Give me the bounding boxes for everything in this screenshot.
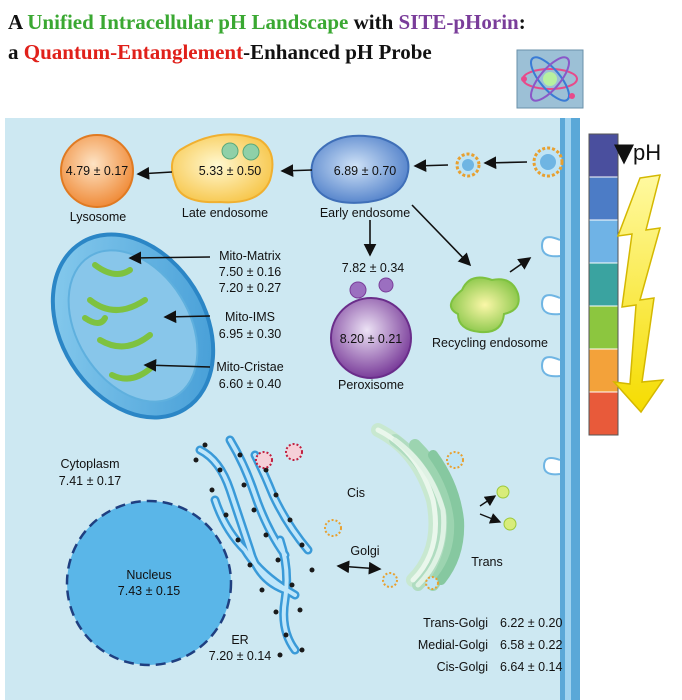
golgi-label: Golgi [350, 544, 380, 558]
ph-scale-label: pH [633, 140, 662, 165]
endoplasmic-reticulum [195, 435, 313, 655]
cytoplasm-value: 7.41 ± 0.17 [58, 474, 122, 488]
golgi-table-name: Trans-Golgi [423, 616, 488, 630]
subtitle-prefix: a [8, 40, 24, 64]
title-suffix: : [518, 10, 526, 34]
exocytic-pit-2 [540, 294, 561, 316]
exocytic-pit-4 [542, 457, 561, 476]
nucleus-value: 7.43 ± 0.15 [117, 584, 181, 598]
late-endosome-label: Late endosome [181, 206, 269, 220]
mito-cristae-label: Mito-Cristae [216, 360, 284, 374]
golgi-table-name: Medial-Golgi [417, 638, 488, 652]
title-prefix: A [8, 10, 28, 34]
subtitle-suffix: -Enhanced pH Probe [243, 40, 432, 64]
golgi-trans-label: Trans [471, 555, 503, 569]
ph-scale-bar [588, 133, 619, 436]
golgi-apparatus [371, 423, 465, 591]
recycling-endosome-label: Recycling endosome [431, 336, 549, 350]
ph-scale-block [588, 262, 619, 307]
exocytic-pit-3 [540, 356, 561, 378]
mito-ims-value: 6.95 ± 0.30 [218, 327, 282, 341]
late-endosome-value: 5.33 ± 0.50 [198, 164, 262, 178]
mito-cristae-value: 6.60 ± 0.40 [218, 377, 282, 391]
quantum-atom-icon [516, 49, 584, 109]
membrane-pit-upper [532, 146, 564, 178]
cytoplasm-label: Cytoplasm [60, 457, 120, 471]
golgi-table-row: Cis-Golgi 6.64 ± 0.14 [380, 656, 563, 678]
ph-scale-block [588, 219, 619, 264]
mito-matrix-value-1: 7.50 ± 0.16 [218, 265, 282, 279]
ph-scale-block [588, 348, 619, 393]
vesicle-entry [455, 152, 481, 178]
page-subtitle: a Quantum-Entanglement-Enhanced pH Probe [8, 40, 432, 65]
title-middle: with [348, 10, 399, 34]
ph-gradient-lightning-arrow [612, 174, 665, 414]
vesicle-value: 7.82 ± 0.34 [341, 261, 405, 275]
early-endosome-label: Early endosome [319, 206, 411, 220]
ph-scale-block [588, 133, 619, 178]
early-endosome-value: 6.89 ± 0.70 [333, 164, 397, 178]
page-title: A Unified Intracellular pH Landscape wit… [8, 10, 526, 35]
lysosome-label: Lysosome [69, 210, 127, 224]
golgi-cis-label: Cis [346, 486, 366, 500]
ph-scale-block [588, 176, 619, 221]
mito-ims-label: Mito-IMS [225, 310, 275, 324]
golgi-table-row: Medial-Golgi 6.58 ± 0.22 [380, 634, 563, 656]
ph-scale-block [588, 305, 619, 350]
golgi-table-row: Trans-Golgi 6.22 ± 0.20 [380, 612, 562, 634]
golgi-table-value: 6.22 ± 0.20 [500, 616, 563, 630]
nucleus-organelle [65, 499, 233, 667]
ribosome-dots [193, 442, 315, 658]
mito-matrix-label: Mito-Matrix [219, 249, 281, 263]
golgi-table-value: 6.58 ± 0.22 [500, 638, 563, 652]
title-highlight-landscape: Unified Intracellular pH Landscape [27, 10, 349, 34]
mito-matrix-value-2: 7.20 ± 0.27 [218, 281, 282, 295]
exocytic-pit-1 [540, 236, 561, 258]
ph-scale-block [588, 391, 619, 436]
golgi-table-name: Cis-Golgi [436, 660, 488, 674]
recycling-endosome-organelle [450, 276, 520, 334]
peroxisome-label: Peroxisome [338, 378, 404, 392]
nucleus-label: Nucleus [126, 568, 172, 582]
lysosome-value: 4.79 ± 0.17 [65, 164, 129, 178]
early-endosome-organelle [310, 134, 410, 204]
er-label: ER [231, 633, 249, 647]
peroxisome-organelle [330, 297, 412, 379]
subtitle-highlight: Quantum-Entanglement [23, 40, 244, 64]
golgi-table-value: 6.64 ± 0.14 [500, 660, 563, 674]
mitochondrion-organelle [50, 232, 216, 420]
peroxisome-value: 8.20 ± 0.21 [339, 332, 403, 346]
lysosome-organelle [60, 134, 134, 208]
title-highlight-probe: SITE-pHorin [398, 10, 519, 34]
er-value: 7.20 ± 0.14 [208, 649, 272, 663]
